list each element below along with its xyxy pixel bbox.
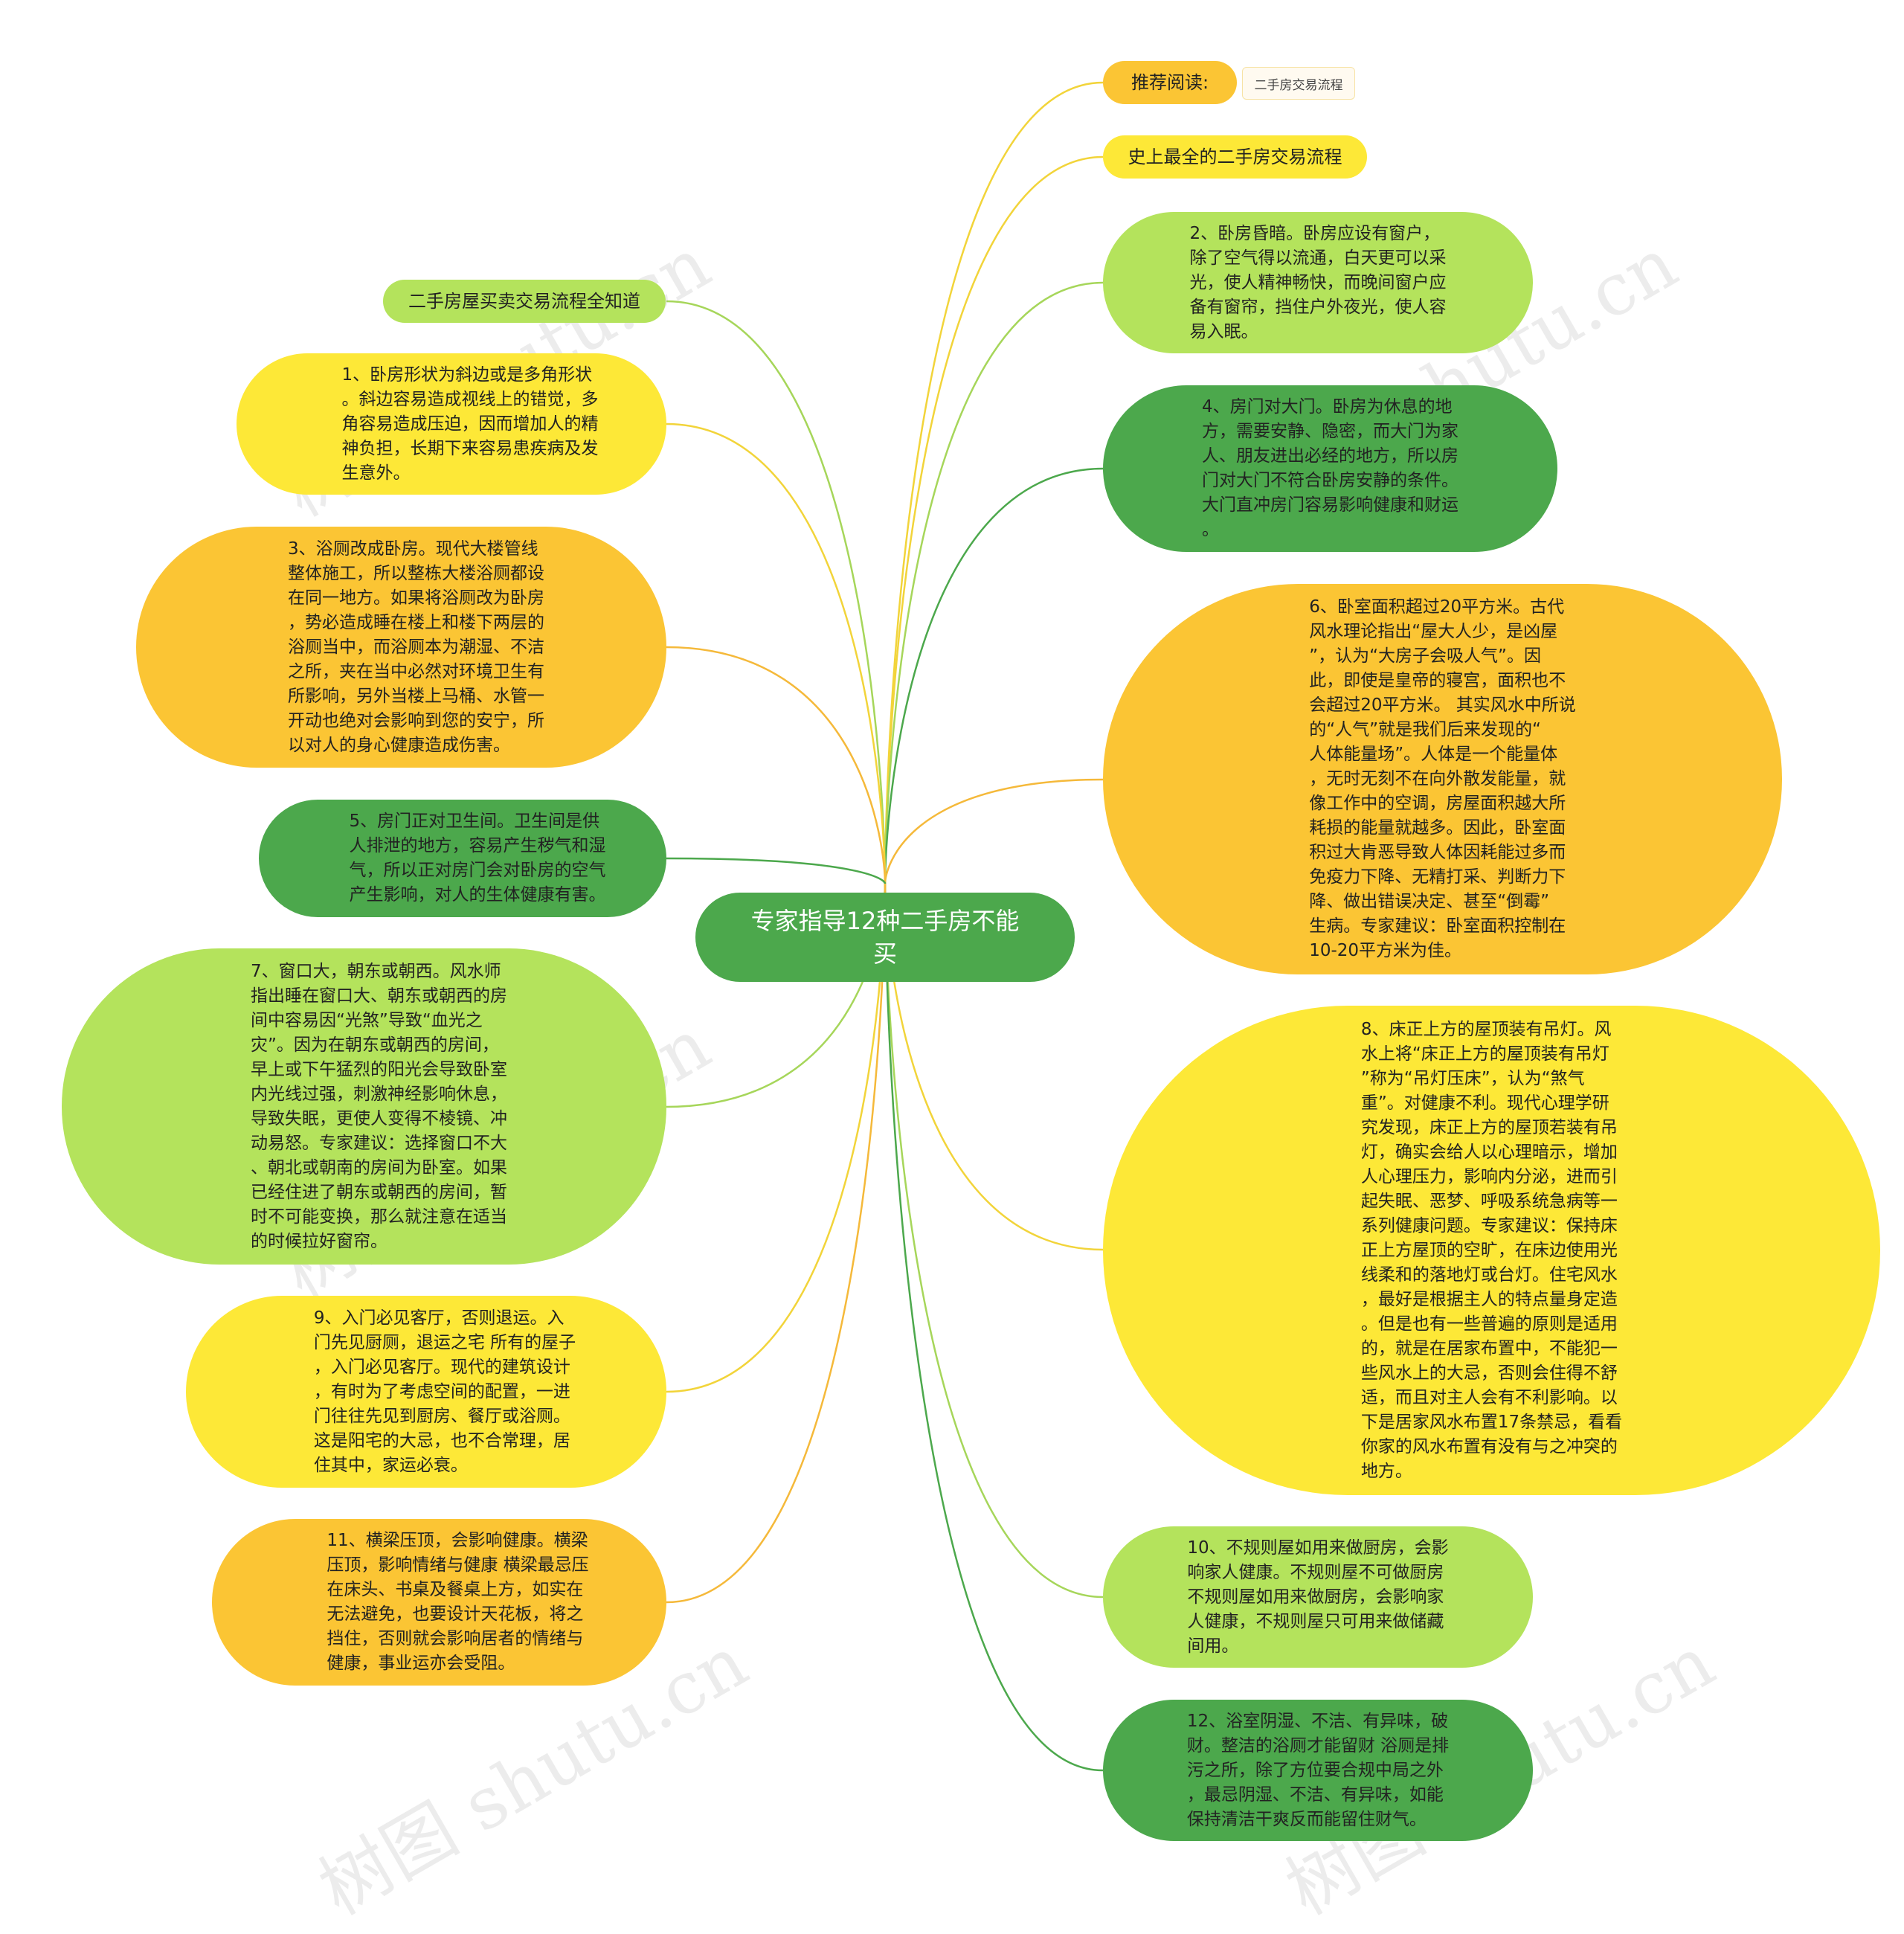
branch-text-10: 10、不规则屋如用来做厨房，会影 响家人健康。不规则屋不可做厨房 不规则屋如用来… [1187, 1538, 1449, 1656]
left-topic-label: 二手房屋买卖交易流程全知道 [408, 291, 640, 312]
center-topic-label: 专家指导12种二手房不能买 [750, 907, 1020, 968]
branch-text-1: 1、卧房形状为斜边或是多角形状 。斜边容易造成视线上的错觉，多 角容易造成压迫，… [341, 364, 599, 483]
link-node-10 [884, 883, 1104, 1599]
branch-text-6: 6、卧室面积超过20平方米。古代 风水理论指出“屋大人少，是凶屋 ”，认为“大房… [1309, 597, 1576, 960]
link-node-5 [666, 857, 887, 884]
link-node-11 [666, 883, 887, 1604]
link-left-topic [666, 300, 887, 884]
branch-node-12[interactable]: 12、浴室阴湿、不洁、有异味，破 财。整洁的浴厕才能留财 浴厕是排 污之所，除了… [1103, 1700, 1533, 1841]
branch-node-2[interactable]: 2、卧房昏暗。卧房应设有窗户， 除了空气得以流通，白天更可以采 光，使人精神畅快… [1103, 212, 1533, 353]
branch-node-3[interactable]: 3、浴厕改成卧房。现代大楼管线 整体施工，所以整栋大楼浴厕都设 在同一地方。如果… [136, 527, 666, 768]
link-node-1 [666, 423, 887, 884]
branch-node-1[interactable]: 1、卧房形状为斜边或是多角形状 。斜边容易造成视线上的错觉，多 角容易造成压迫，… [237, 353, 666, 495]
link-node-3 [666, 646, 887, 884]
link-node-12 [884, 883, 1104, 1772]
branch-text-11: 11、横梁压顶，会影响健康。横梁 压顶，影响情绪与健康 横梁最忌压 在床头、书桌… [327, 1531, 589, 1673]
branch-text-3: 3、浴厕改成卧房。现代大楼管线 整体施工，所以整栋大楼浴厕都设 在同一地方。如果… [288, 539, 544, 755]
recommend-tag[interactable]: 推荐阅读: [1103, 61, 1237, 104]
branch-text-12: 12、浴室阴湿、不洁、有异味，破 财。整洁的浴厕才能留财 浴厕是排 污之所，除了… [1186, 1711, 1450, 1829]
link-recommend [884, 81, 1104, 884]
recommend-label: 推荐阅读: [1130, 72, 1209, 93]
link-node-6 [884, 778, 1104, 884]
left-topic-tag[interactable]: 二手房屋买卖交易流程全知道 [383, 280, 666, 323]
branch-text-5: 5、房门正对卫生间。卫生间是供 人排泄的地方，容易产生秽气和湿 气，所以正对房门… [349, 812, 606, 905]
branch-text-2: 2、卧房昏暗。卧房应设有窗户， 除了空气得以流通，白天更可以采 光，使人精神畅快… [1189, 223, 1447, 341]
branch-node-10[interactable]: 10、不规则屋如用来做厨房，会影 响家人健康。不规则屋不可做厨房 不规则屋如用来… [1103, 1526, 1533, 1668]
branch-node-7[interactable]: 7、窗口大，朝东或朝西。风水师 指出睡在窗口大、朝东或朝西的房 间中容易因“光煞… [62, 948, 666, 1265]
branch-node-8[interactable]: 8、床正上方的屋顶装有吊灯。风 水上将“床正上方的屋顶装有吊灯 ”称为“吊灯压床… [1103, 1006, 1880, 1495]
branch-node-5[interactable]: 5、房门正对卫生间。卫生间是供 人排泄的地方，容易产生秽气和湿 气，所以正对房门… [259, 800, 666, 917]
link-node-2 [884, 281, 1104, 884]
branch-text-8: 8、床正上方的屋顶装有吊灯。风 水上将“床正上方的屋顶装有吊灯 ”称为“吊灯压床… [1360, 1019, 1623, 1481]
branch-text-7: 7、窗口大，朝东或朝西。风水师 指出睡在窗口大、朝东或朝西的房 间中容易因“光煞… [251, 961, 507, 1251]
branch-text-9: 9、入门必见客厅，否则退运。入 门先见厨厕，退运之宅 所有的屋子 ，入门必见客厅… [313, 1308, 576, 1475]
link-node-4 [884, 467, 1104, 884]
branch-text-4: 4、房门对大门。卧房为休息的地 方，需要安静、隐密，而大门为家 人、朋友进出必经… [1202, 397, 1458, 539]
branch-node-4[interactable]: 4、房门对大门。卧房为休息的地 方，需要安静、隐密，而大门为家 人、朋友进出必经… [1103, 385, 1557, 552]
right-topic-label: 史上最全的二手房交易流程 [1128, 147, 1342, 167]
right-topic-tag[interactable]: 史上最全的二手房交易流程 [1103, 135, 1367, 179]
branch-node-11[interactable]: 11、横梁压顶，会影响健康。横梁 压顶，影响情绪与健康 横梁最忌压 在床头、书桌… [212, 1519, 666, 1686]
center-topic[interactable]: 专家指导12种二手房不能买 [695, 893, 1075, 982]
recommend-link[interactable]: 二手房交易流程 [1242, 67, 1355, 100]
branch-node-9[interactable]: 9、入门必见客厅，否则退运。入 门先见厨厕，退运之宅 所有的屋子 ，入门必见客厅… [186, 1296, 666, 1488]
branch-node-6[interactable]: 6、卧室面积超过20平方米。古代 风水理论指出“屋大人少，是凶屋 ”，认为“大房… [1103, 584, 1782, 974]
link-right-topic [884, 155, 1104, 884]
